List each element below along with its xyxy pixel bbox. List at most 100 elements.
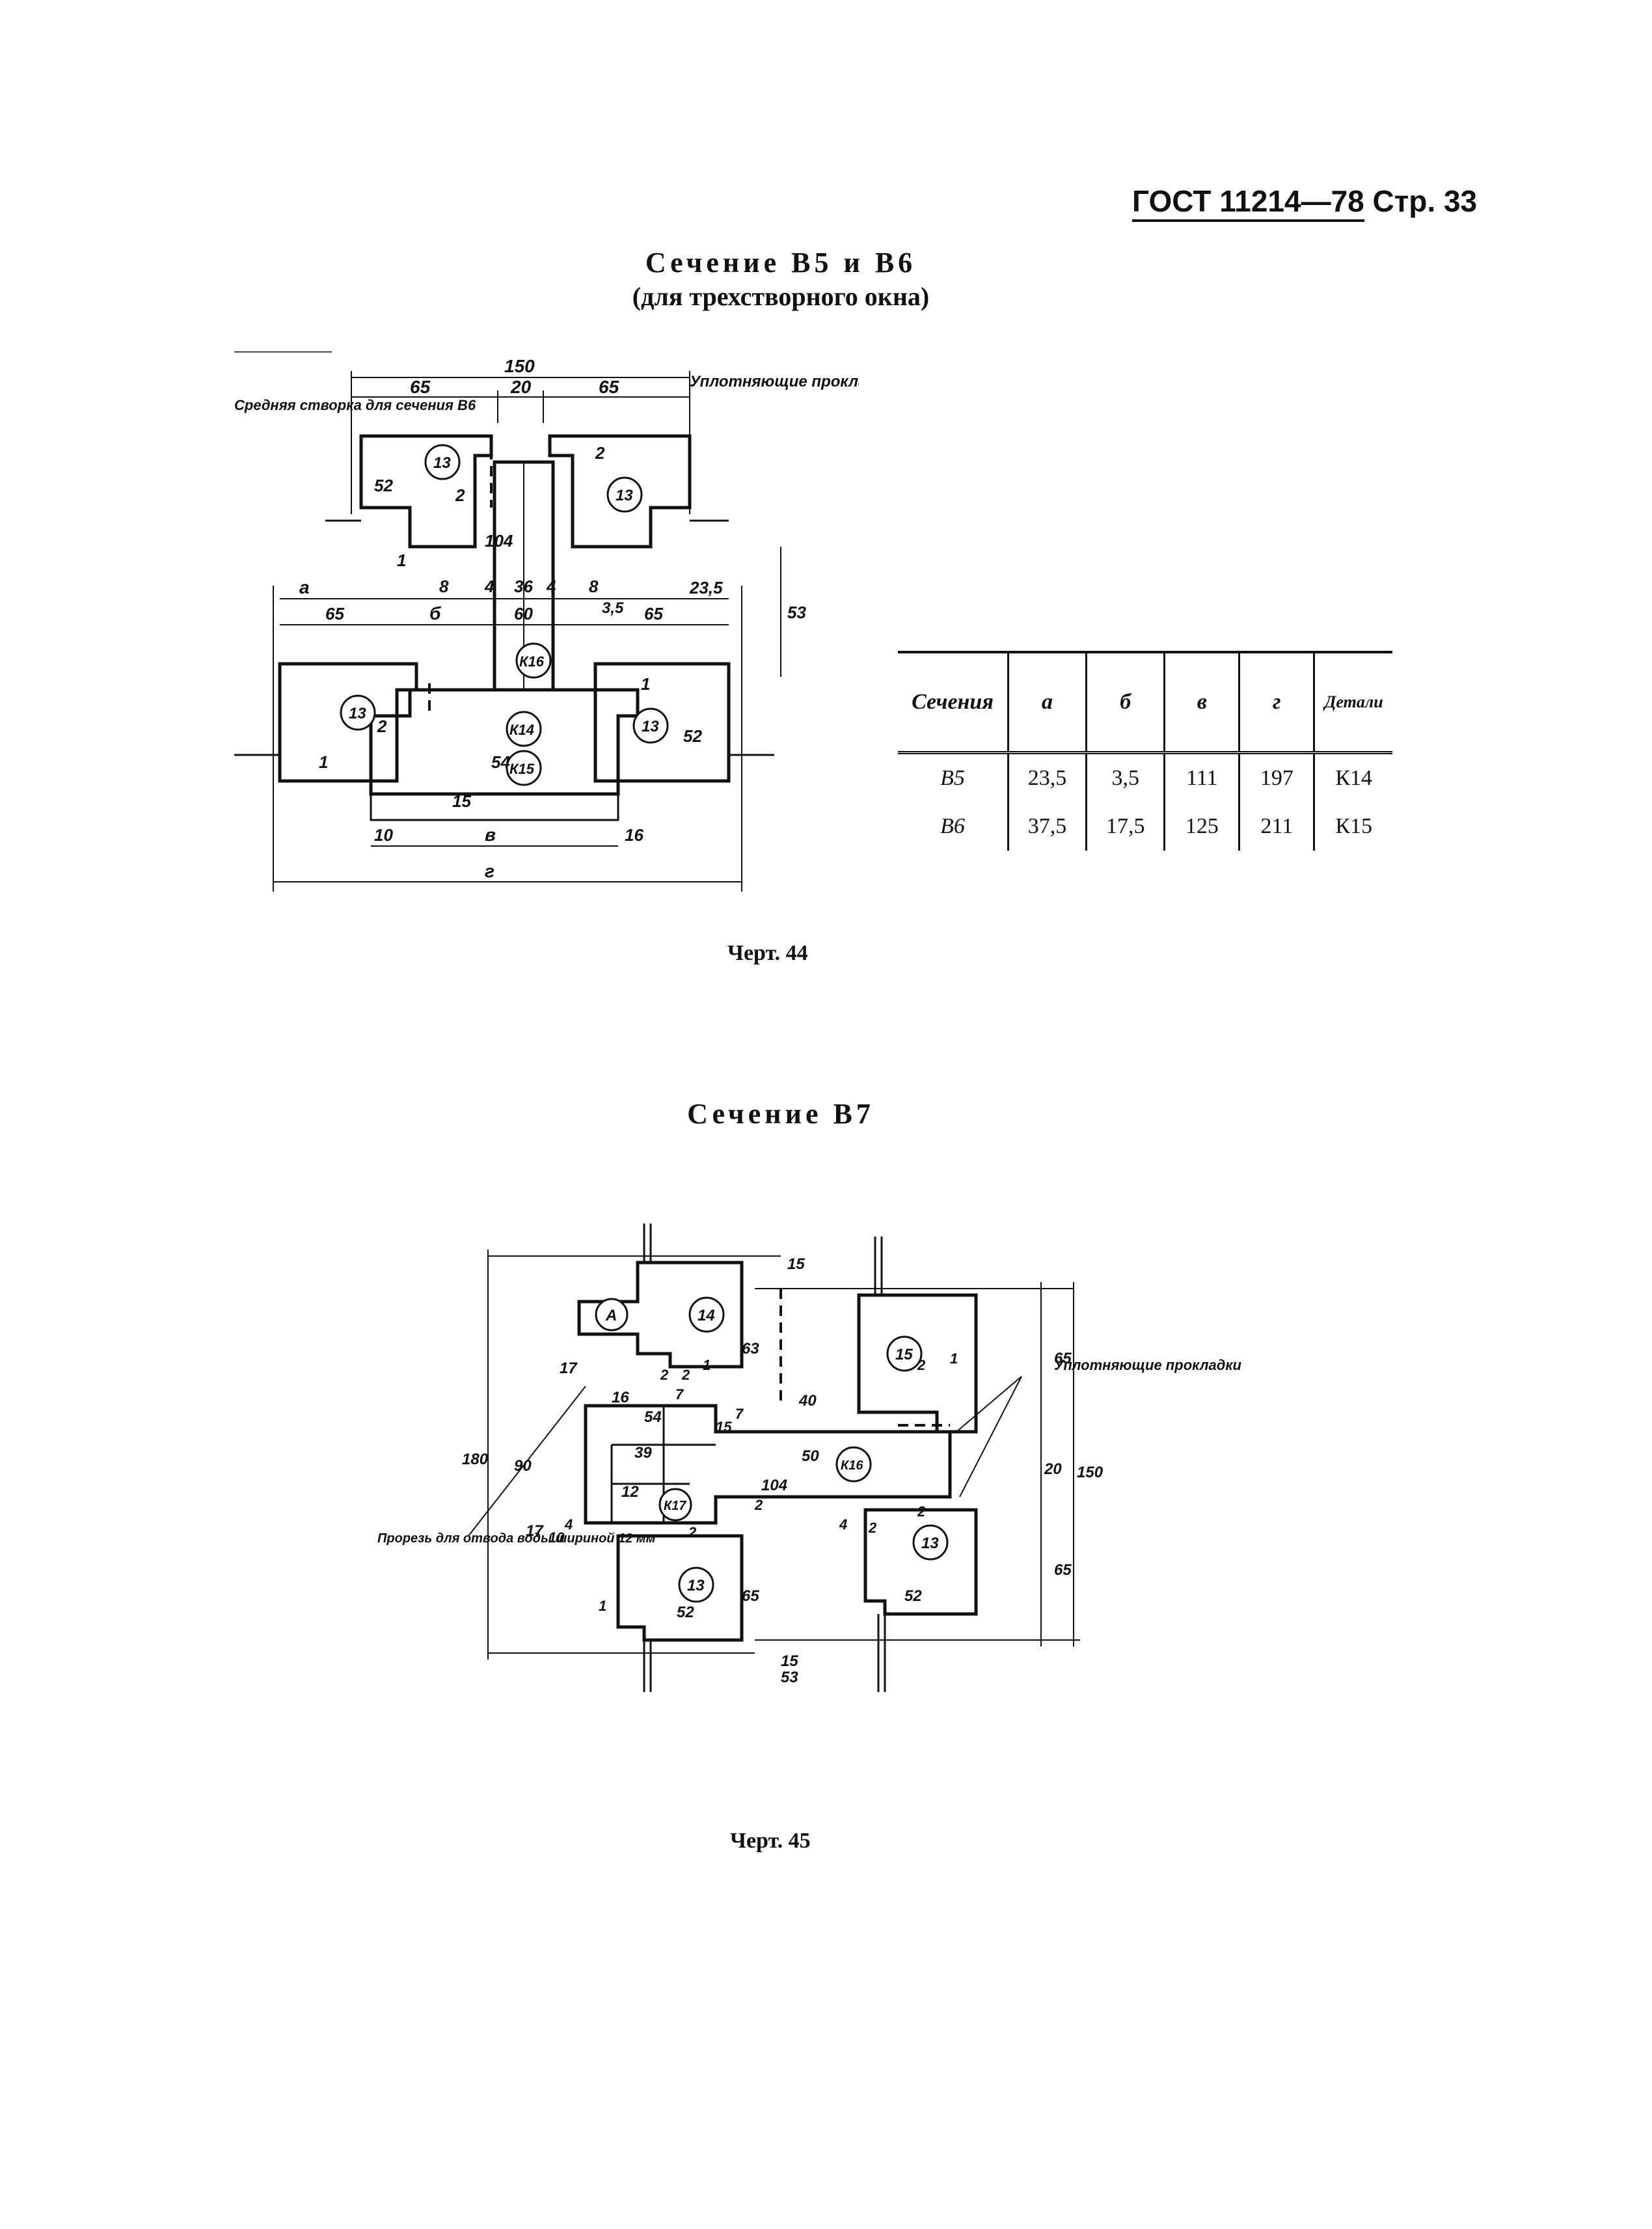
fig44-dim-b: б: [429, 603, 441, 623]
fig44-dim-23-5: 23,5: [689, 578, 723, 597]
fig44-part-13a: 13: [433, 454, 451, 472]
fig45-dim-17a: 17: [560, 1360, 578, 1377]
fig44-part-13d: 13: [642, 718, 659, 735]
fig45-part-a: А: [605, 1307, 617, 1324]
fig44-dim-10: 10: [374, 825, 393, 845]
fig44-dim-65d: 65: [644, 604, 663, 623]
table-header: б: [1085, 652, 1166, 753]
fig45-title: Сечение В7: [687, 1098, 874, 1130]
fig45-dim-53: 53: [781, 1669, 798, 1686]
page-number: Стр. 33: [1372, 184, 1478, 218]
fig44-dim-20: 20: [510, 377, 532, 397]
fig44-seals-note: Уплотняющие прокладки: [690, 373, 859, 390]
fig44-drawing: 150 65 20 65 Уплотняющие прокладки Средн…: [234, 351, 859, 892]
fig45-dim-7b: 7: [735, 1406, 744, 1422]
fig45-dim-39: 39: [634, 1444, 652, 1462]
fig44-dim-1a: 1: [397, 551, 406, 570]
fig44-dim-15: 15: [452, 791, 471, 811]
fig45-dim-20: 20: [1044, 1460, 1062, 1478]
fig45-dim-1b: 1: [599, 1598, 606, 1614]
fig45-dim-180: 180: [462, 1451, 489, 1468]
fig44-dim-104: 104: [485, 531, 513, 551]
fig44-table: Сечения а б в г Детали В5 23,5 3,5 111 1…: [898, 651, 1392, 851]
fig44-dim-16: 16: [625, 825, 643, 845]
fig44-dim-65a: 65: [410, 377, 431, 397]
fig44-part-k14: К14: [509, 722, 534, 738]
fig45-part-k16: К16: [841, 1458, 863, 1473]
fig44-dim-65b: 65: [599, 377, 619, 397]
table-row: В6 37,5 17,5 125 211 К15: [898, 802, 1392, 851]
fig44-dim-54: 54: [491, 752, 510, 772]
fig45-dim-4b: 4: [839, 1516, 847, 1533]
table-cell: 17,5: [1085, 802, 1166, 851]
fig44-dim-g: г: [485, 861, 494, 881]
table-cell: 211: [1238, 802, 1316, 851]
fig45-dim-2a: 2: [660, 1367, 669, 1383]
table-header: Сечения: [898, 652, 1009, 753]
fig45-slot-note: Прорезь для отвода воды шириной 12 мм: [377, 1531, 656, 1546]
table-cell: 23,5: [1007, 752, 1088, 802]
fig45-dim-2g: 2: [917, 1503, 926, 1520]
fig45-drawing: 15 63 180 90 17 17 10 4 16 54 39 12 2 2 …: [377, 1224, 1241, 1692]
fig44-dim-8a: 8: [439, 577, 449, 596]
table-header: г: [1238, 652, 1316, 753]
fig44-dim-3-5: 3,5: [602, 599, 624, 617]
fig44-part-13c: 13: [349, 705, 366, 722]
fig45-dim-7a: 7: [675, 1386, 684, 1402]
fig44-caption: Черт. 44: [727, 941, 808, 965]
table-cell: 3,5: [1085, 752, 1166, 802]
fig44-dim-52b: 52: [683, 726, 702, 746]
fig45-dim-2d: 2: [754, 1497, 763, 1513]
fig45-dim-52b: 52: [904, 1587, 922, 1605]
fig44-middle-sash-note: Средняя створка для сечения В6: [234, 397, 476, 413]
fig45-dim-54: 54: [644, 1408, 662, 1426]
table-cell: В6: [898, 802, 1009, 851]
fig45-dim-63: 63: [742, 1340, 759, 1358]
fig45-dim-65c: 65: [1054, 1561, 1072, 1579]
fig45-dim-2c: 2: [688, 1524, 697, 1540]
fig44-dim-1c: 1: [319, 752, 328, 772]
table-cell: К15: [1313, 802, 1392, 851]
table-cell: 111: [1163, 752, 1241, 802]
fig45-dim-2b: 2: [681, 1367, 690, 1383]
fig44-dim-36: 36: [514, 577, 533, 596]
fig44-dim-53: 53: [787, 603, 806, 622]
fig45-seals-note: Уплотняющие прокладки: [1054, 1357, 1241, 1373]
fig44-dim-4b: 4: [546, 577, 556, 596]
fig45-dim-12: 12: [621, 1483, 639, 1501]
table-header: Детали: [1313, 652, 1392, 753]
table-row: В5 23,5 3,5 111 197 К14: [898, 752, 1392, 802]
fig45-dim-2f: 2: [917, 1357, 926, 1373]
fig44-dim-v: в: [485, 825, 496, 845]
fig44-dim-4a: 4: [484, 577, 494, 596]
fig44-title: Сечение В5 и В6: [645, 247, 917, 279]
standard-number: ГОСТ 11214—78: [1132, 184, 1364, 222]
fig45-dim-40: 40: [798, 1392, 817, 1410]
fig44-dim-60: 60: [514, 604, 533, 623]
fig44-dim-8b: 8: [589, 577, 599, 596]
fig45-dim-15c: 15: [781, 1652, 798, 1670]
fig44-dim-2b: 2: [455, 485, 465, 505]
table-cell: 125: [1163, 802, 1241, 851]
fig44-part-k16: К16: [519, 653, 545, 670]
fig45-dim-1a: 1: [703, 1357, 711, 1373]
page-header: ГОСТ 11214—78 Стр. 33: [1132, 184, 1478, 222]
table-header: в: [1163, 652, 1241, 753]
fig45-dim-65b: 65: [1054, 1350, 1072, 1367]
fig45-dim-104: 104: [761, 1477, 787, 1494]
fig45-part-k17: К17: [664, 1499, 686, 1513]
fig45-dim-15b: 15: [716, 1419, 732, 1435]
fig45-caption: Черт. 45: [730, 1829, 811, 1853]
fig45-dim-65a: 65: [742, 1587, 759, 1605]
fig45-dim-15a: 15: [787, 1255, 805, 1273]
fig45-part-13a: 13: [687, 1577, 705, 1594]
fig44-dim-a: а: [299, 577, 310, 597]
table-cell: 197: [1238, 752, 1316, 802]
fig44-dim-1b: 1: [641, 674, 650, 694]
fig45-part-15: 15: [895, 1346, 913, 1363]
fig45-dim-16: 16: [612, 1389, 629, 1406]
table-cell: В5: [898, 752, 1009, 802]
table-header-row: Сечения а б в г Детали: [898, 652, 1392, 753]
fig44-dim-150: 150: [504, 356, 535, 376]
fig45-dim-52a: 52: [677, 1604, 694, 1621]
